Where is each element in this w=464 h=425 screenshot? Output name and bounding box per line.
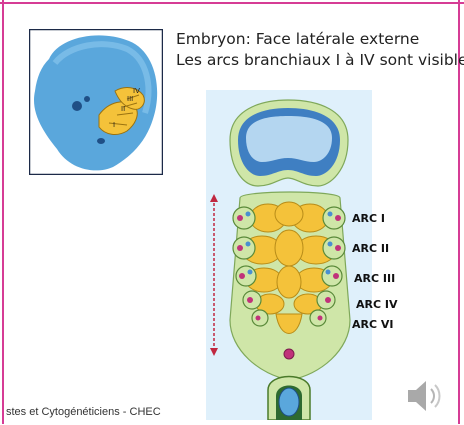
inset-numeral-ii: II <box>121 105 125 113</box>
arc-label-2: ARC II <box>352 242 389 255</box>
slide-border-top <box>0 2 464 4</box>
arc-label-3: ARC III <box>354 272 395 285</box>
embryo-inset-image: IV III II I <box>29 29 163 180</box>
inset-numeral-iii: III <box>127 95 133 103</box>
slide-title: Embryon: Face latérale externe Les arcs … <box>176 29 464 71</box>
slide-footer: stes et Cytogénéticiens - CHEC <box>6 406 161 418</box>
arc-label-4: ARC IV <box>356 298 398 311</box>
arc-label-6: ARC VI <box>352 318 394 331</box>
inset-numeral-iv: IV <box>133 87 140 95</box>
branchial-arches-diagram <box>200 90 380 425</box>
slide-border-left <box>2 0 4 424</box>
title-line-2: Les arcs branchiaux I à IV sont visibles <box>176 50 464 71</box>
arc-label-1: ARC I <box>352 212 385 225</box>
speaker-icon[interactable] <box>404 378 444 419</box>
inset-numeral-i: I <box>113 121 115 129</box>
title-line-1: Embryon: Face latérale externe <box>176 29 464 50</box>
